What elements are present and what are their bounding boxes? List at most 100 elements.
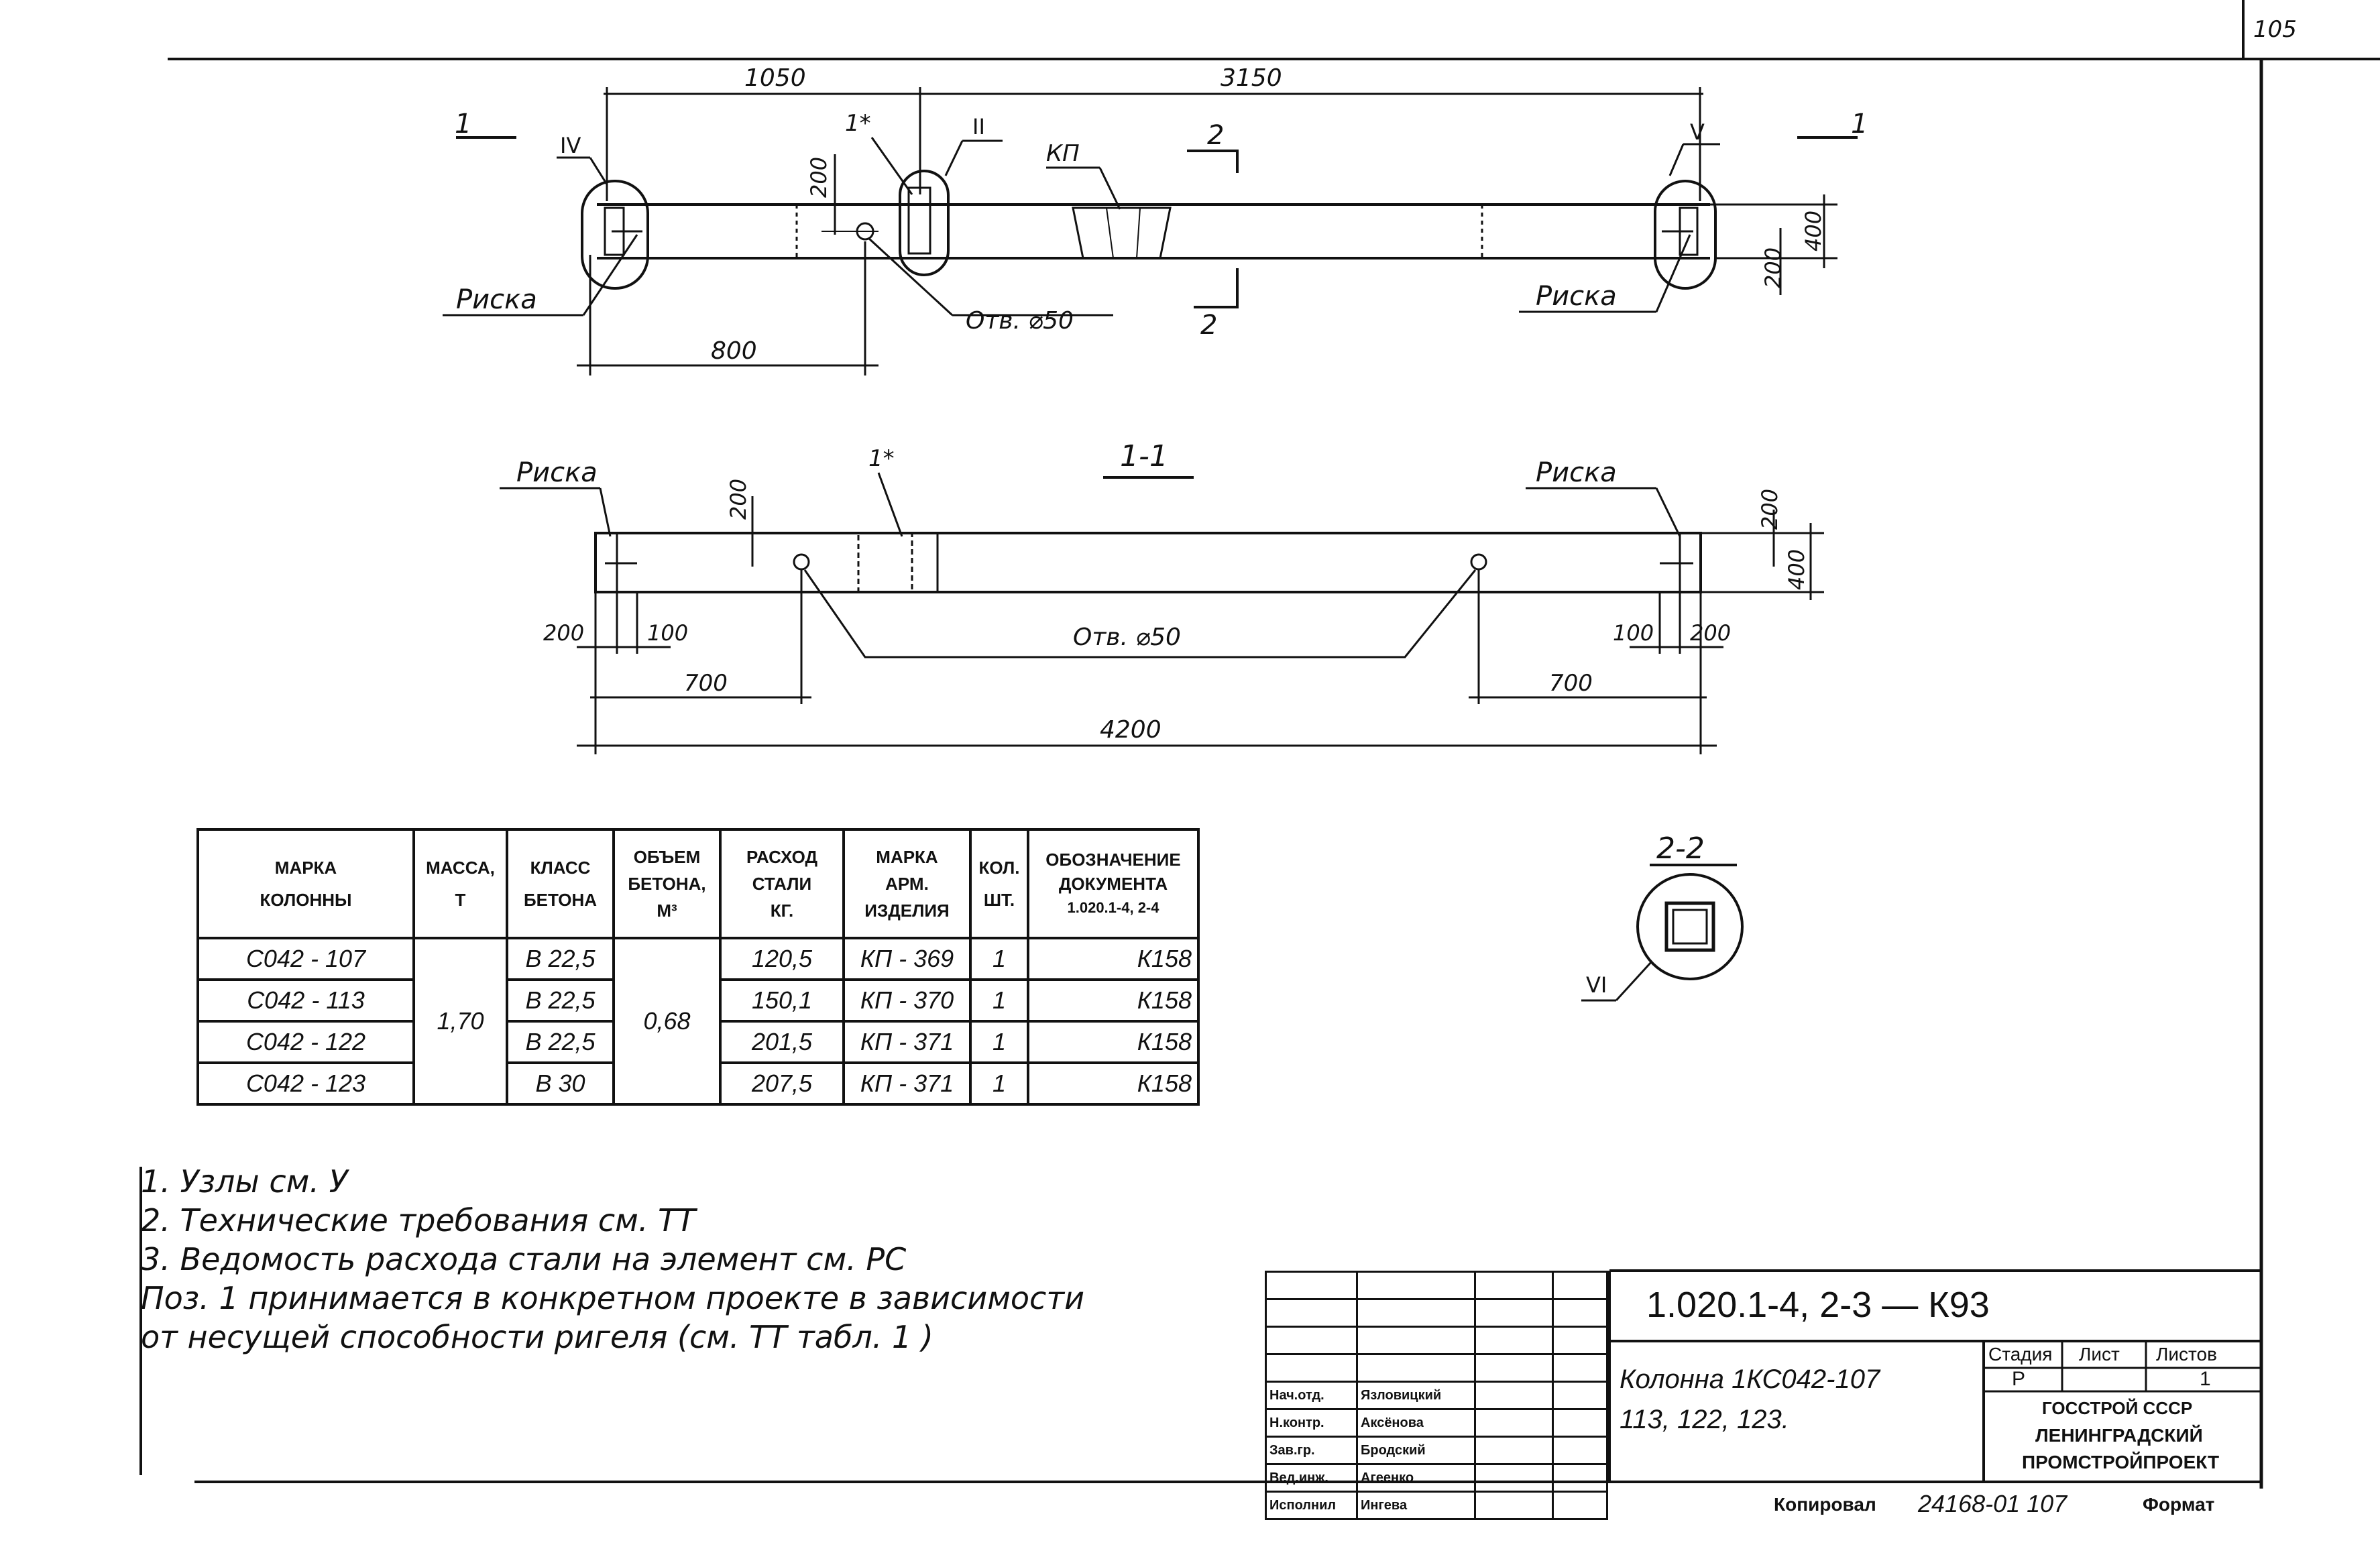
dim-800: 800 — [711, 337, 757, 365]
cell-doc: К158 — [1027, 978, 1200, 1023]
header-doc-l3: 1.020.1-4, 2-4 — [1067, 899, 1159, 916]
table-row: С042 - 123 В 30 207,5 КП - 371 1 К158 — [196, 1061, 1200, 1106]
header-steel-l3: КГ. — [770, 901, 794, 921]
header-mark-l2: КОЛОННЫ — [260, 890, 352, 910]
dim-400-plan: 400 — [1801, 211, 1826, 251]
cell-qty: 1 — [969, 1020, 1029, 1064]
cell-qty: 1 — [969, 937, 1029, 981]
note-4: Поз. 1 принимается в конкретном проекте … — [141, 1280, 1085, 1316]
node-ii-oval — [899, 170, 950, 276]
note-2: 2. Технические требования см. ТТ — [141, 1202, 696, 1238]
element-name-line1: Колонна 1КС042-107 — [1620, 1365, 1880, 1394]
header-mark: МАРКА КОЛОННЫ — [196, 828, 415, 939]
role: Вед.инж. — [1265, 1463, 1358, 1493]
column-elevation — [594, 532, 1702, 593]
header-steel-l1: РАСХОД — [746, 847, 818, 867]
dim-200-11-left: 200 — [543, 620, 584, 646]
node-iv-oval — [581, 180, 649, 290]
section-2-bottom-label: 2 — [1200, 310, 1217, 341]
cell-volume: 0,68 — [612, 937, 722, 1106]
cell-qty: 1 — [969, 1061, 1029, 1106]
riska-11-left: Риска — [516, 457, 598, 488]
riska-right-label: Риска — [1536, 281, 1617, 312]
signature — [1474, 1381, 1554, 1410]
riska-11-right: Риска — [1536, 457, 1617, 488]
cell-arm: КП - 371 — [842, 1020, 972, 1064]
cell-mass: 1,70 — [412, 937, 508, 1106]
approval-row: Зав.гр.Бродский — [1265, 1436, 1608, 1465]
sheet-number: 105 — [2253, 16, 2297, 43]
hole-left-elev — [793, 553, 810, 571]
role: Н.контр. — [1265, 1408, 1358, 1438]
note-3: 3. Ведомость расхода стали на элемент см… — [141, 1241, 907, 1277]
dim-200-11-r: 200 — [1690, 620, 1731, 646]
table-header-row: МАРКА КОЛОННЫ МАССА, Т КЛАСС БЕТОНА ОБЪЕ… — [196, 828, 1200, 939]
header-mass: МАССА, Т — [412, 828, 508, 939]
cell-class: В 22,5 — [506, 978, 615, 1023]
cell-doc: К158 — [1027, 1020, 1200, 1064]
cell-class: В 22,5 — [506, 937, 615, 981]
org-line2: ЛЕНИНГРАДСКИЙ — [2035, 1425, 2203, 1446]
person-name: Язловицкий — [1356, 1381, 1476, 1410]
sheets-value: 1 — [2200, 1368, 2211, 1390]
dim-700-11-left: 700 — [684, 670, 728, 697]
cell-doc: К158 — [1027, 937, 1200, 981]
dim-100-11-left: 100 — [647, 620, 688, 646]
role: Зав.гр. — [1265, 1436, 1358, 1465]
element-name-line2: 113, 122, 123. — [1620, 1405, 1789, 1434]
section-1-1-view: 1-1 Риска Риска 1* 200 400 200 — [500, 439, 1824, 754]
cell-steel: 201,5 — [719, 1020, 845, 1064]
cell-steel: 150,1 — [719, 978, 845, 1023]
header-class: КЛАСС БЕТОНА — [506, 828, 615, 939]
cell-arm: КП - 370 — [842, 978, 972, 1023]
note-5: от несущей способности ригеля (см. ТТ та… — [141, 1319, 933, 1355]
stage-value: Р — [2012, 1368, 2026, 1390]
dim-200-11-right: 200 — [1757, 489, 1782, 530]
header-steel: РАСХОД СТАЛИ КГ. — [719, 828, 845, 939]
header-steel-l2: СТАЛИ — [752, 874, 812, 894]
pos1-label: 1* — [845, 110, 871, 137]
cell-mark: С042 - 107 — [196, 937, 415, 981]
kp-mesh — [1072, 207, 1172, 259]
cell-mark: С042 - 123 — [196, 1061, 415, 1106]
cell-mark: С042 - 122 — [196, 1020, 415, 1064]
approval-row: Нач.отд.Язловицкий — [1265, 1381, 1608, 1410]
section-1-right-label: 1 — [1851, 109, 1868, 139]
person-name: Бродский — [1356, 1436, 1476, 1465]
header-mass-l1: МАССА, — [426, 858, 495, 878]
approval-row: Н.контр.Аксёнова — [1265, 1408, 1608, 1438]
header-class-l2: БЕТОНА — [523, 890, 598, 910]
header-volume-l3: М³ — [657, 901, 677, 921]
header-mass-l2: Т — [455, 890, 466, 910]
signature — [1474, 1491, 1554, 1520]
section-2-2-title: 2-2 — [1656, 831, 1705, 866]
header-arm-l3: ИЗДЕЛИЯ — [864, 901, 950, 921]
role: Исполнил — [1265, 1491, 1358, 1520]
dim-400-11: 400 — [1784, 549, 1809, 590]
header-doc-l1: ОБОЗНАЧЕНИЕ — [1045, 850, 1181, 870]
org-line3: ПРОМСТРОЙПРОЕКТ — [2022, 1452, 2220, 1472]
hole-right-elev — [1470, 553, 1487, 571]
cell-steel: 120,5 — [719, 937, 845, 981]
dim-200-11-top: 200 — [726, 479, 751, 520]
header-volume-l1: ОБЪЕМ — [633, 847, 701, 867]
signature — [1474, 1408, 1554, 1438]
section-2-top-label: 2 — [1207, 120, 1224, 151]
hole-leader-11 — [803, 569, 1477, 658]
sheets-label: Листов — [2156, 1344, 2217, 1365]
header-qty-l2: ШТ. — [983, 890, 1015, 910]
sheet-label: Лист — [2079, 1344, 2120, 1365]
column-cross-section — [1664, 901, 1715, 952]
approval-table: Нач.отд.Язловицкий Н.контр.Аксёнова Зав.… — [1265, 1271, 1608, 1520]
signature — [1474, 1463, 1554, 1493]
header-qty-l1: КОЛ. — [978, 858, 1020, 878]
dim-200-plan-right: 200 — [1760, 247, 1786, 288]
dim-1050: 1050 — [744, 64, 806, 92]
section-1-1-title: 1-1 — [1120, 439, 1168, 473]
section-2-2-view: 2-2 VI — [1581, 831, 1744, 1002]
dim-200-plan: 200 — [806, 157, 832, 198]
header-arm: МАРКА АРМ. ИЗДЕЛИЯ — [842, 828, 972, 939]
